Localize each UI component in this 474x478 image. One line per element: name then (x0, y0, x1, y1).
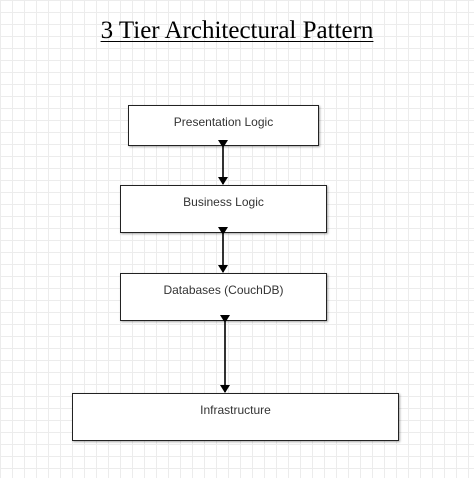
diagram-title: 3 Tier Architectural Pattern (100, 17, 374, 44)
node-label: Business Logic (183, 195, 264, 209)
node-databases[interactable]: Databases (CouchDB) (120, 273, 327, 321)
node-label: Presentation Logic (173, 115, 274, 129)
node-business-logic[interactable]: Business Logic (120, 185, 327, 233)
node-presentation-logic[interactable]: Presentation Logic (128, 105, 319, 146)
node-infrastructure[interactable]: Infrastructure (72, 393, 399, 441)
node-label: Infrastructure (200, 403, 271, 417)
node-label: Databases (CouchDB) (163, 283, 284, 297)
